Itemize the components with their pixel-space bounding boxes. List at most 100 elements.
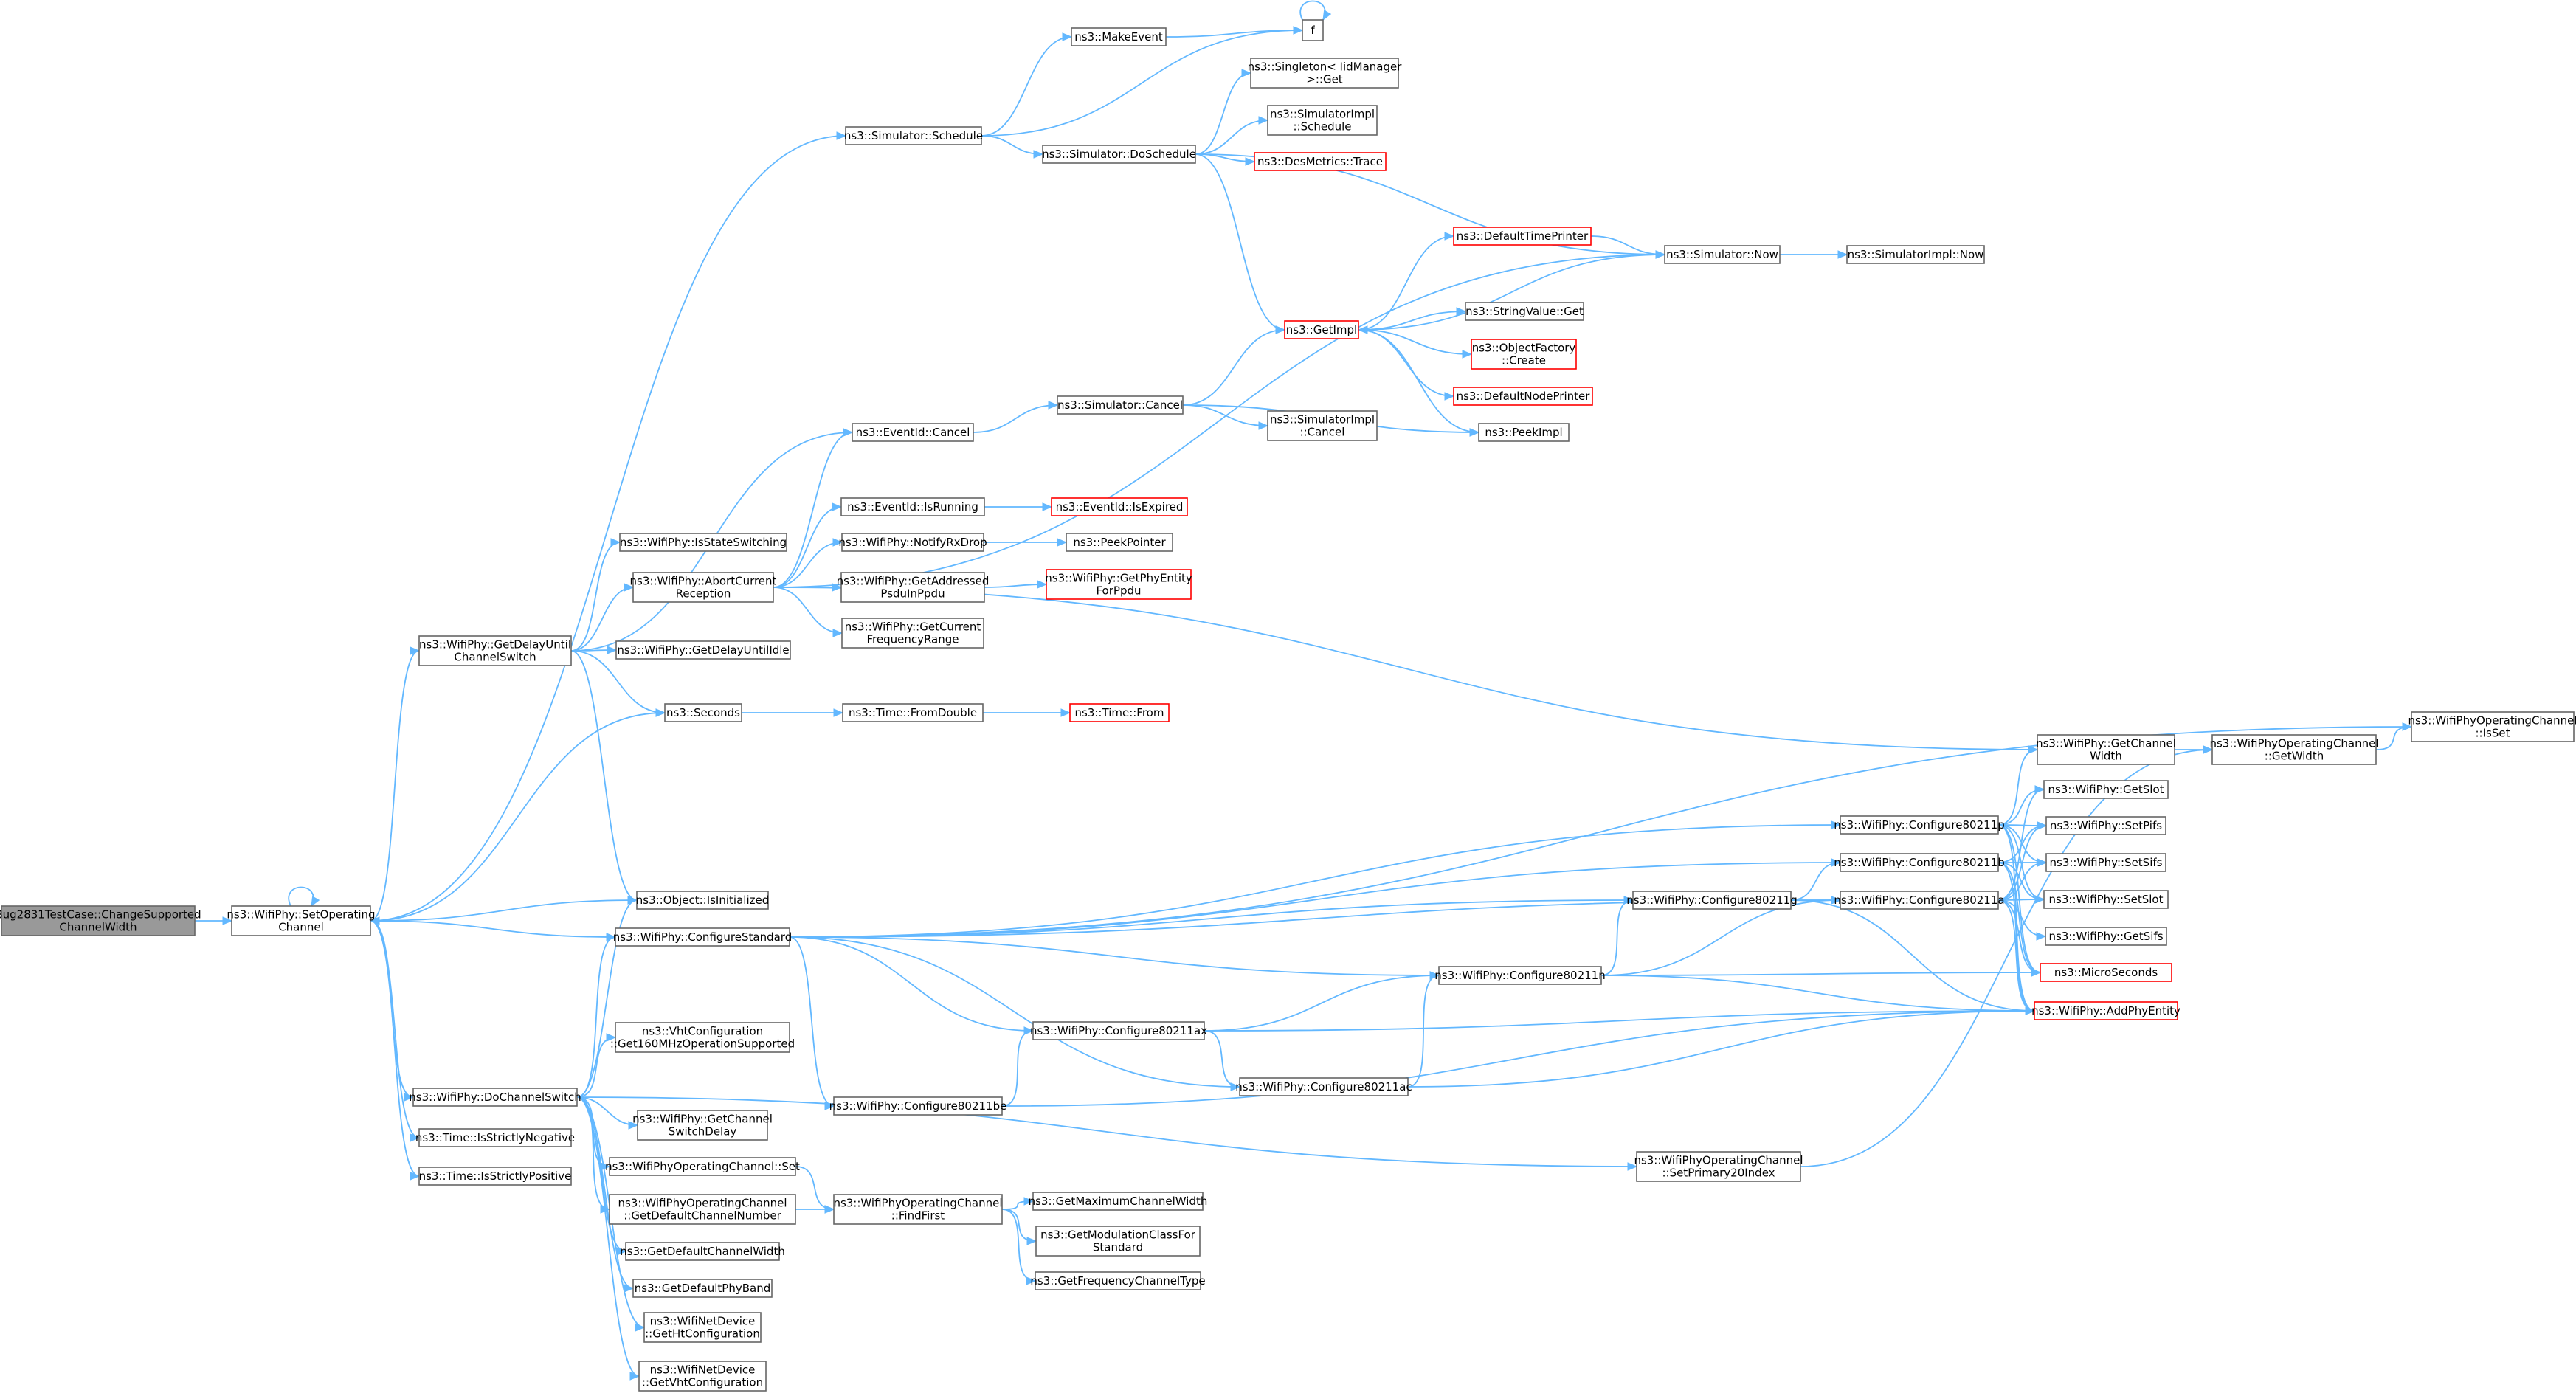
node-isneg[interactable]: ns3::Time::IsStrictlyNegative <box>415 1128 575 1147</box>
node-getdefband[interactable]: ns3::GetDefaultPhyBand <box>632 1279 773 1298</box>
node-deftimeprinter[interactable]: ns3::DefaultTimePrinter <box>1453 227 1592 246</box>
node-microsec[interactable]: ns3::MicroSeconds <box>2040 963 2172 982</box>
node-implnow[interactable]: ns3::SimulatorImpl::Now <box>1846 245 1985 264</box>
node-label: ns3::PeekImpl <box>1485 426 1562 439</box>
edge-setop-to-getdelayswitch <box>370 650 420 922</box>
node-box <box>2043 780 2169 799</box>
edge-c11p-to-addphy <box>1997 824 2035 1012</box>
node-implsched[interactable]: ns3::SimulatorImpl::Schedule <box>1267 105 1378 136</box>
node-c11ac[interactable]: ns3::WifiPhy::Configure80211ac <box>1235 1077 1412 1096</box>
node-simcancel[interactable]: ns3::Simulator::Cancel <box>1057 395 1184 415</box>
edge-dochsw-to-confstd <box>576 936 616 1098</box>
node-ispos[interactable]: ns3::Time::IsStrictlyPositive <box>418 1167 572 1186</box>
node-dochsw[interactable]: ns3::WifiPhy::DoChannelSwitch <box>409 1088 581 1107</box>
node-isstateswitch[interactable]: ns3::WifiPhy::IsStateSwitching <box>619 533 787 552</box>
node-defnodeprinter[interactable]: ns3::DefaultNodePrinter <box>1453 387 1593 406</box>
node-getvht[interactable]: ns3::WifiNetDevice::GetVhtConfiguration <box>638 1361 767 1392</box>
node-c11p[interactable]: ns3::WifiPhy::Configure80211p <box>1834 815 2005 835</box>
node-getslot[interactable]: ns3::WifiPhy::GetSlot <box>2043 780 2169 799</box>
node-fromdouble[interactable]: ns3::Time::FromDouble <box>842 703 984 722</box>
node-box <box>1478 423 1570 442</box>
edge-schedule-to-f <box>981 30 1303 137</box>
node-schedule[interactable]: ns3::Simulator::Schedule <box>844 126 983 145</box>
node-implcancel[interactable]: ns3::SimulatorImpl::Cancel <box>1267 410 1378 441</box>
node-eventcancel[interactable]: ns3::EventId::Cancel <box>852 423 974 442</box>
node-box <box>418 1128 572 1147</box>
node-getdelayidle[interactable]: ns3::WifiPhy::GetDelayUntilIdle <box>615 640 791 660</box>
node-setsifs[interactable]: ns3::WifiPhy::SetSifs <box>2045 853 2166 872</box>
node-label: ns3::WifiPhy::AbortCurrent <box>630 575 777 588</box>
node-peekptr[interactable]: ns3::PeekPointer <box>1066 533 1173 552</box>
call-edges <box>194 0 2413 1381</box>
node-setpifs[interactable]: ns3::WifiPhy::SetPifs <box>2045 816 2166 835</box>
node-opchgetwidth[interactable]: ns3::WifiPhyOperatingChannel::GetWidth <box>2209 734 2379 765</box>
node-getsifs[interactable]: ns3::WifiPhy::GetSifs <box>2045 927 2167 946</box>
node-label: ns3::Time::IsStrictlyNegative <box>415 1131 575 1144</box>
node-getfreqtype[interactable]: ns3::GetFrequencyChannelType <box>1030 1271 1206 1290</box>
node-c11g[interactable]: ns3::WifiPhy::Configure80211g <box>1626 891 1798 910</box>
node-label: ns3::Seconds <box>666 706 740 719</box>
node-c11a[interactable]: ns3::WifiPhy::Configure80211a <box>1834 891 2005 910</box>
node-dosched[interactable]: ns3::Simulator::DoSchedule <box>1042 145 1196 164</box>
node-isrunning[interactable]: ns3::EventId::IsRunning <box>840 497 985 516</box>
node-label: ns3::Simulator::DoSchedule <box>1042 148 1196 161</box>
node-vhtconf[interactable]: ns3::VhtConfiguration::Get160MHzOperatio… <box>610 1022 795 1053</box>
node-opchset[interactable]: ns3::WifiPhyOperatingChannel::Set <box>605 1157 800 1176</box>
node-c11b[interactable]: ns3::WifiPhy::Configure80211b <box>1834 853 2005 872</box>
edge-setop-to-getdelayswitch-arrowhead <box>410 646 421 655</box>
node-setprim[interactable]: ns3::WifiPhyOperatingChannel::SetPrimary… <box>1634 1151 1803 1182</box>
node-c11ax[interactable]: ns3::WifiPhy::Configure80211ax <box>1030 1021 1207 1040</box>
edge-abortrec-to-getcurfreq <box>773 587 843 634</box>
node-f[interactable]: f <box>1302 19 1324 41</box>
node-box <box>664 703 742 722</box>
node-timefrom[interactable]: ns3::Time::From <box>1069 703 1170 722</box>
node-addphy[interactable]: ns3::WifiPhy::AddPhyEntity <box>2031 1001 2180 1020</box>
node-objfactory[interactable]: ns3::ObjectFactory::Create <box>1471 339 1577 370</box>
edge-c11ax-to-c11ac <box>1204 1030 1240 1088</box>
node-getimpl[interactable]: ns3::GetImpl <box>1284 320 1359 339</box>
edge-makeevent-to-f <box>1165 30 1303 38</box>
node-getht[interactable]: ns3::WifiNetDevice::GetHtConfiguration <box>643 1312 762 1343</box>
node-label: ns3::Time::From <box>1075 706 1164 719</box>
node-simnow[interactable]: ns3::Simulator::Now <box>1664 245 1781 264</box>
node-box <box>1840 853 1999 872</box>
node-box <box>2037 734 2175 765</box>
node-confstd[interactable]: ns3::WifiPhy::ConfigureStandard <box>613 927 792 947</box>
edge-abortrec-to-simnow-arrowhead <box>1655 250 1666 259</box>
node-box <box>2045 816 2166 835</box>
edge-setop-to-isinit <box>370 899 638 922</box>
edge-getdelayswitch-to-abortrec-arrowhead <box>624 583 635 592</box>
node-box <box>609 1157 796 1176</box>
node-c11be[interactable]: ns3::WifiPhy::Configure80211be <box>829 1096 1007 1116</box>
node-opchisset[interactable]: ns3::WifiPhyOperatingChannel::IsSet <box>2408 711 2576 742</box>
edge-getimpl-to-deftimeprinter-arrowhead <box>1444 232 1455 241</box>
node-notifyrx[interactable]: ns3::WifiPhy::NotifyRxDrop <box>838 533 987 552</box>
node-getdefchw[interactable]: ns3::GetDefaultChannelWidth <box>620 1242 785 1261</box>
node-isexpired[interactable]: ns3::EventId::IsExpired <box>1051 497 1188 516</box>
edge-setop-to-ispos-arrowhead <box>410 1172 421 1181</box>
node-label: ns3::WifiPhy::GetAddressed <box>837 575 990 588</box>
node-setslot[interactable]: ns3::WifiPhy::SetSlot <box>2043 890 2169 909</box>
node-c11n[interactable]: ns3::WifiPhy::Configure80211n <box>1434 966 1606 985</box>
node-stringvalue[interactable]: ns3::StringValue::Get <box>1465 302 1584 321</box>
node-makeevent[interactable]: ns3::MakeEvent <box>1071 27 1167 46</box>
node-seconds[interactable]: ns3::Seconds <box>664 703 742 722</box>
node-box <box>638 1361 767 1392</box>
node-peekimpl[interactable]: ns3::PeekImpl <box>1478 423 1570 442</box>
node-getmaxchw[interactable]: ns3::GetMaximumChannelWidth <box>1029 1192 1208 1211</box>
node-findfirst[interactable]: ns3::WifiPhyOperatingChannel::FindFirst <box>833 1194 1003 1225</box>
node-getdefchnum[interactable]: ns3::WifiPhyOperatingChannel::GetDefault… <box>609 1194 796 1225</box>
node-isinit[interactable]: ns3::Object::IsInitialized <box>636 891 769 910</box>
node-singleton[interactable]: ns3::Singleton< IidManager>::Get <box>1248 58 1403 89</box>
node-desmetrics[interactable]: ns3::DesMetrics::Trace <box>1254 152 1387 171</box>
